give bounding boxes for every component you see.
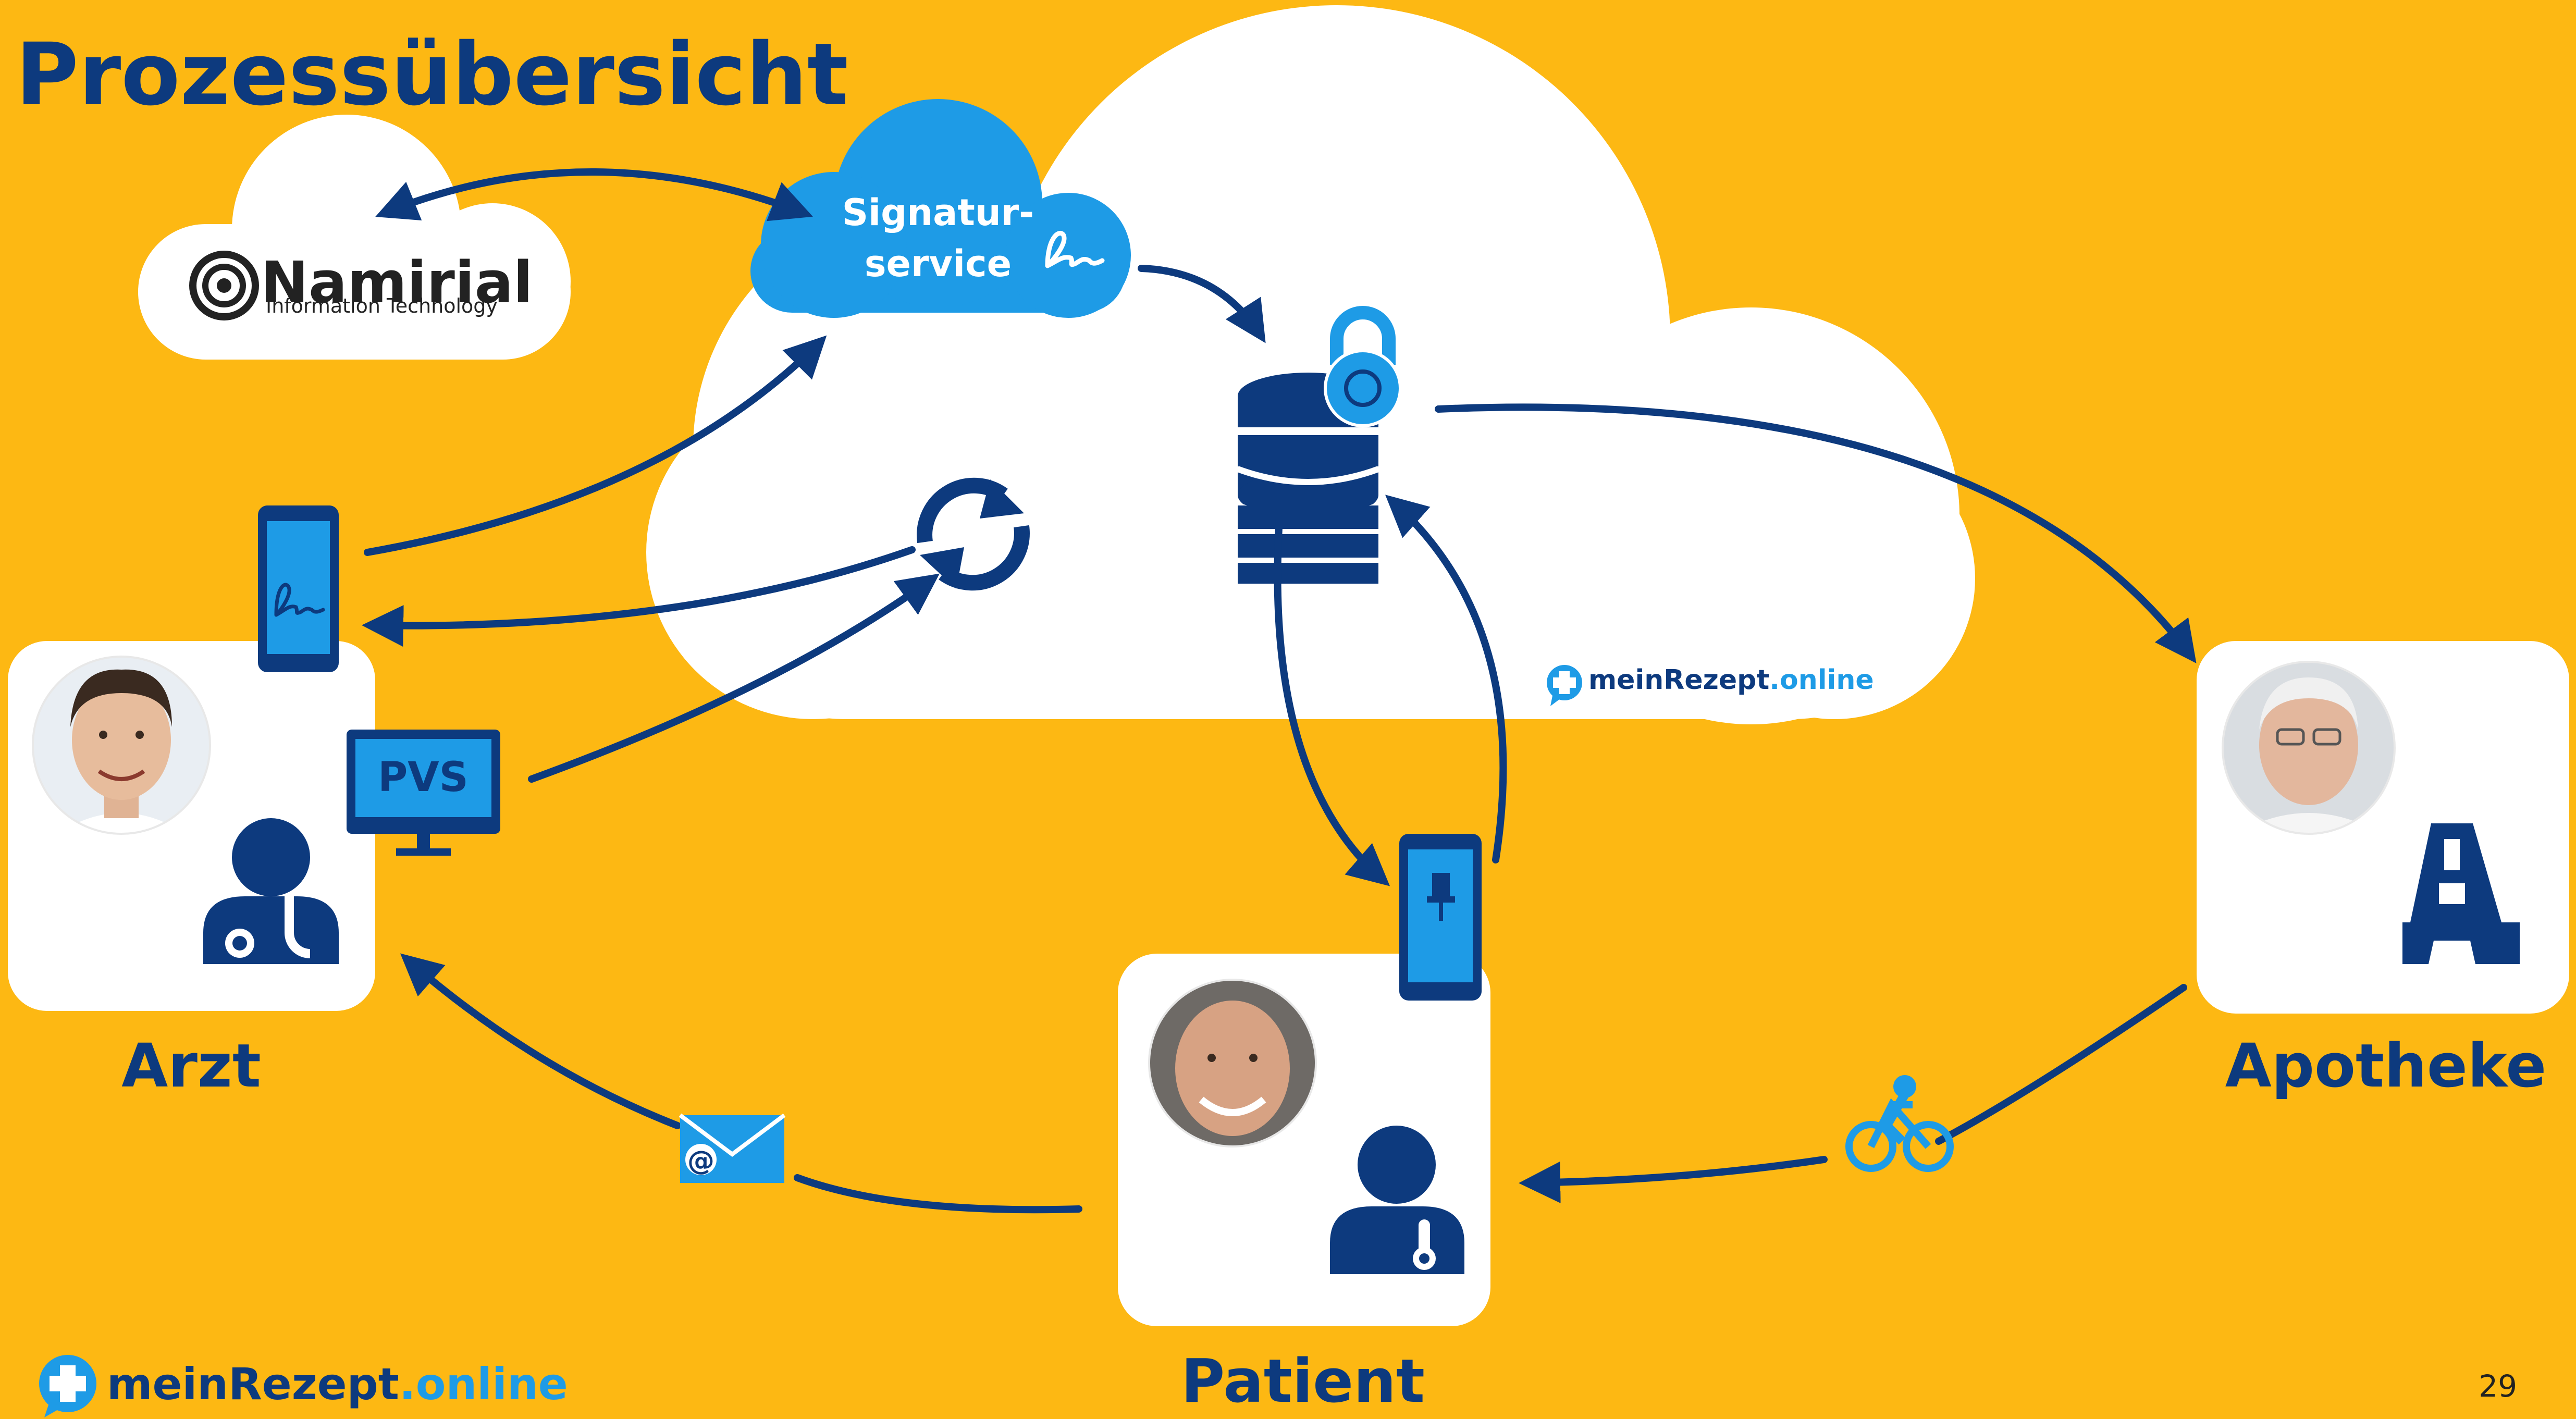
signature-icon	[1045, 231, 1105, 268]
page-title: Prozessübersicht	[16, 24, 848, 125]
arrow-namirial-signature	[375, 168, 813, 221]
arrow-signature-to-database	[1138, 265, 1266, 343]
svg-text:@: @	[687, 1145, 714, 1177]
arrow-patient-to-mail	[794, 1174, 1082, 1214]
arrow-sync-to-phone	[362, 546, 916, 647]
arrow-pvs-to-sync	[528, 573, 940, 783]
brand-suffix-footer: .online	[399, 1359, 568, 1410]
arzt-label: Arzt	[121, 1031, 261, 1101]
namirial-logo: Namirial Information Technology	[189, 249, 533, 320]
lock-icon	[1324, 306, 1402, 427]
pvs-monitor-icon: PVS	[347, 730, 500, 856]
flow-arrows	[362, 168, 2197, 1214]
arrow-mail-to-arzt	[400, 953, 681, 1129]
namirial-name: Namirial	[261, 249, 533, 316]
apotheke-label: Apotheke	[2225, 1031, 2547, 1101]
namirial-tagline: Information Technology	[266, 294, 498, 317]
svg-text:meinRezept.online: meinRezept.online	[1588, 664, 1874, 696]
brand-logo-cloud: meinRezept.online	[1547, 664, 1874, 706]
signature-service-label-2: service	[865, 242, 1012, 285]
page-number: 29	[2479, 1368, 2517, 1404]
patient-label: Patient	[1181, 1347, 1425, 1416]
arrow-database-to-patient-phone	[1274, 515, 1390, 886]
brand-logo-footer: meinRezept.online	[39, 1355, 568, 1417]
brand-prefix-cloud: meinRezept	[1588, 664, 1769, 696]
pvs-label: PVS	[378, 754, 469, 801]
brand-suffix-cloud: .online	[1769, 664, 1874, 696]
arrow-apotheke-to-bike	[1935, 984, 2187, 1145]
patient-smartphone-icon	[1399, 834, 1482, 1001]
arrow-database-to-apotheke	[1435, 403, 2197, 663]
arrow-bike-to-patient	[1519, 1156, 1828, 1203]
signature-service-label-1: Signatur-	[842, 191, 1034, 234]
namirial-cloud	[138, 115, 571, 360]
svg-text:meinRezept.online: meinRezept.online	[107, 1359, 568, 1410]
patient-icon	[1330, 1126, 1464, 1274]
patient-photo	[1149, 980, 1316, 1146]
bicycle-courier-icon	[1845, 1075, 1954, 1172]
arrow-phone-to-signature	[364, 335, 827, 556]
sync-icon	[917, 477, 1030, 591]
doctor-icon	[203, 818, 339, 964]
doctor-smartphone-icon	[258, 505, 339, 672]
arrow-patient-phone-to-database	[1385, 495, 1507, 863]
email-icon: @	[679, 1113, 786, 1183]
pharmacy-a-icon	[2402, 823, 2520, 964]
database-icon	[1236, 373, 1380, 605]
brand-prefix-footer: meinRezept	[107, 1359, 399, 1410]
